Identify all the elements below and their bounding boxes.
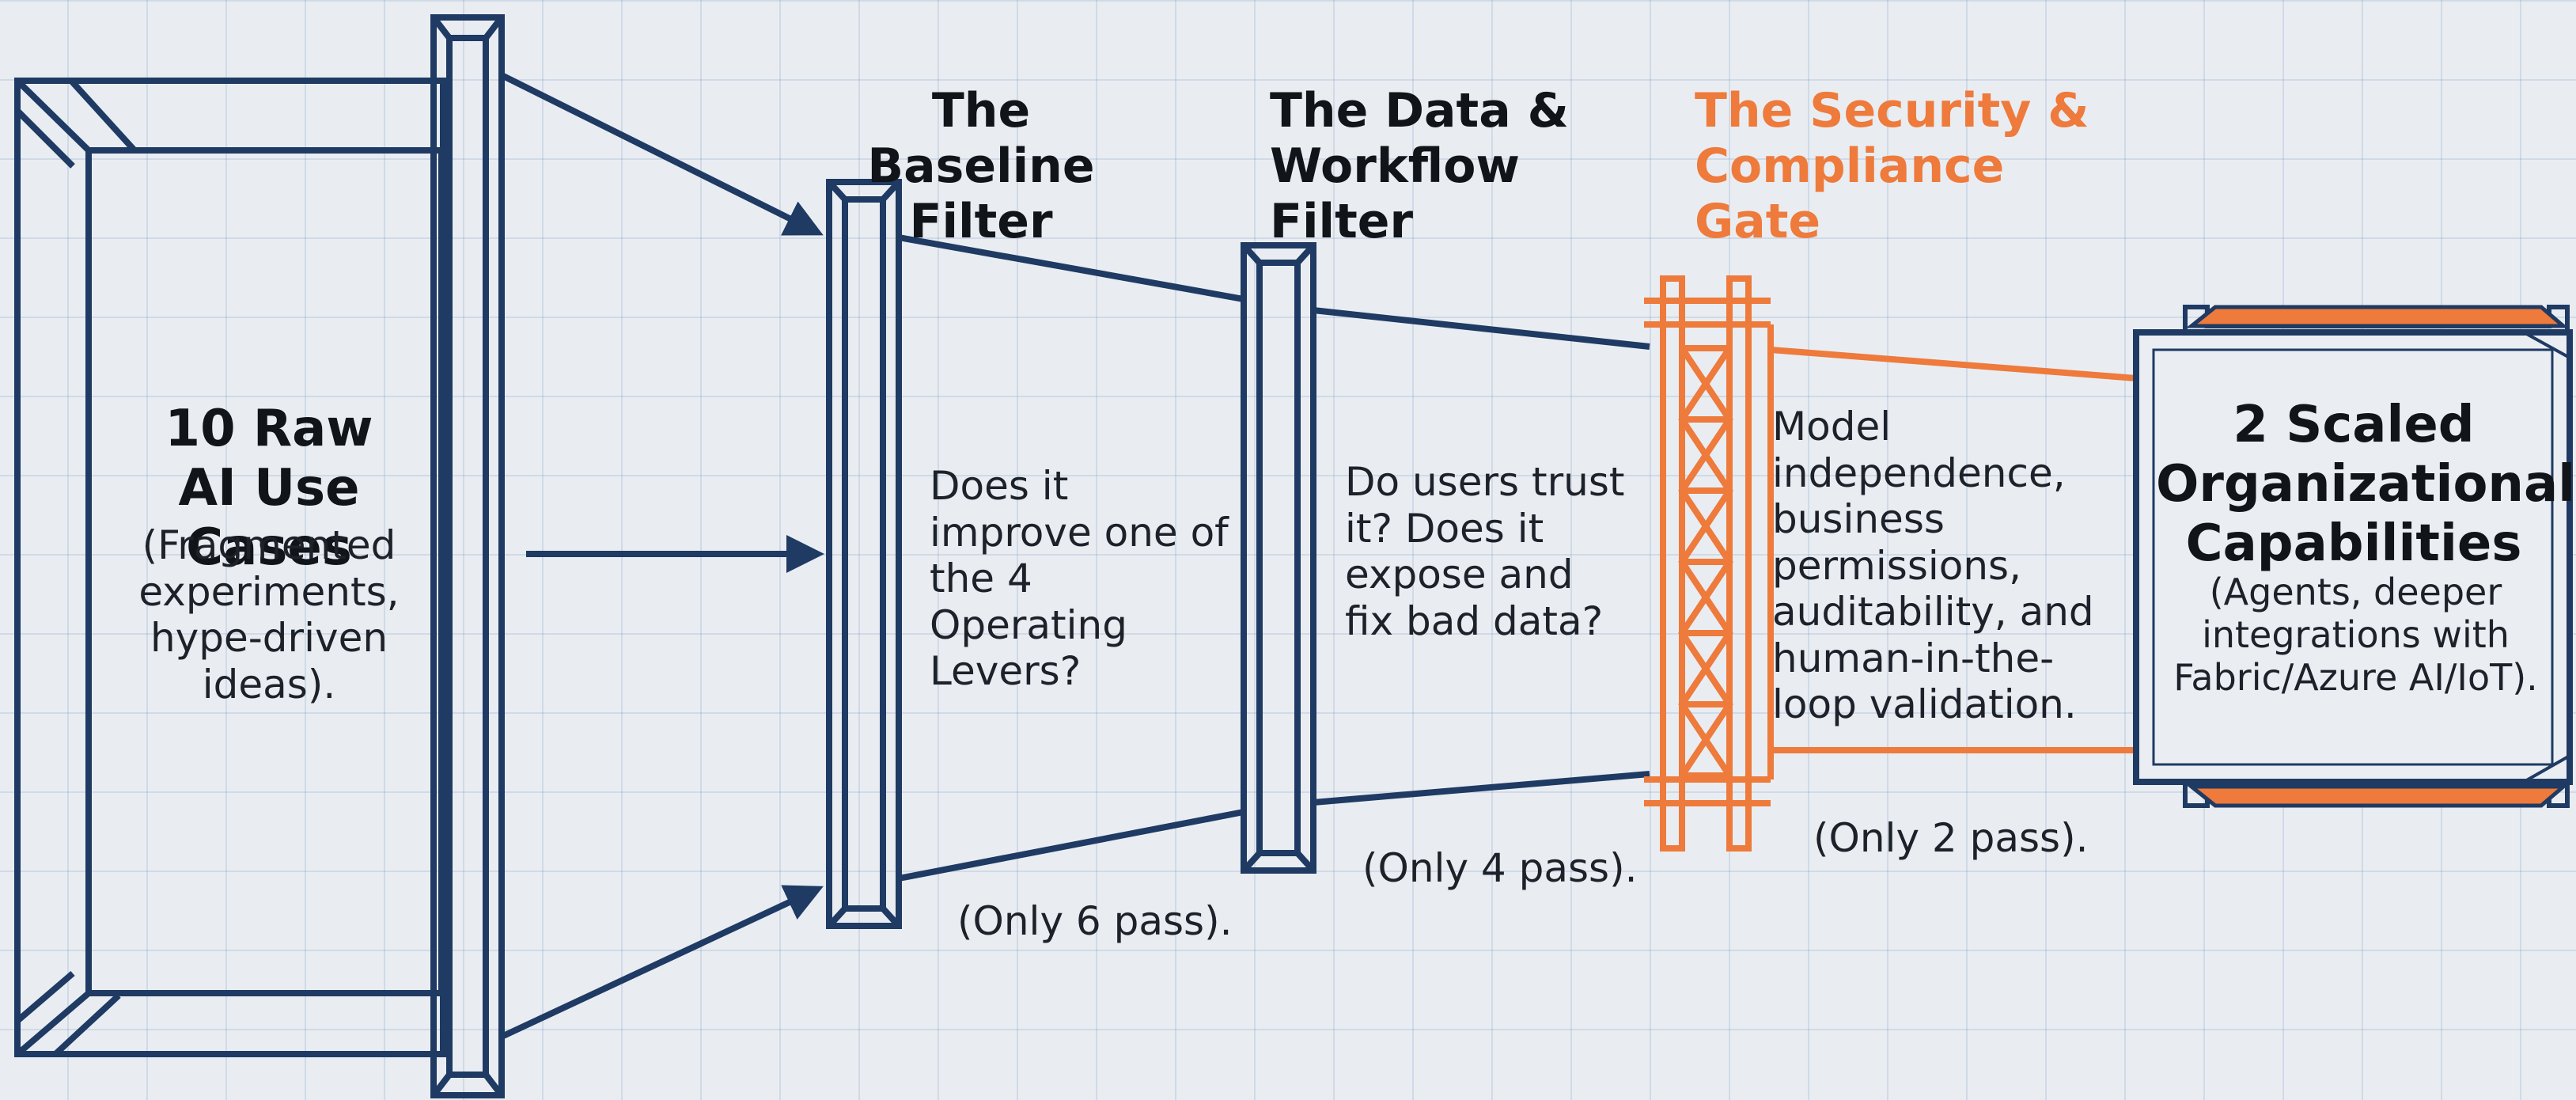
baseline-filter-title: The Baseline Filter (867, 83, 1095, 250)
bottom-funnel-arrow (500, 885, 824, 1040)
source-box (14, 78, 446, 1057)
outcome-description: (Agents, deeper integrations with Fabric… (2173, 571, 2538, 699)
data-workflow-filter-frame (1241, 242, 1316, 874)
security-gate-title: The Security & Compliance Gate (1695, 83, 2089, 250)
data-workflow-filter-question: Do users trust it? Does it expose and fi… (1345, 459, 1625, 644)
outcome-title: 2 Scaled Organizational Capabilities (2156, 396, 2576, 573)
data-workflow-filter-result: (Only 4 pass). (1362, 845, 1638, 891)
outcome-box (2133, 305, 2573, 808)
security-gate-frame (1644, 275, 1774, 852)
source-description: (Fragmented experiments, hype-driven ide… (138, 522, 400, 707)
security-gate-result: (Only 2 pass). (1813, 815, 2089, 861)
source-title: 10 Raw AI Use Cases (165, 400, 373, 577)
baseline-filter-frame (826, 179, 902, 929)
security-gate-question: Model independence, business permissions… (1772, 404, 2094, 727)
baseline-filter-question: Does it improve one of the 4 Operating L… (930, 463, 1229, 694)
top-funnel-arrow (500, 72, 824, 236)
funnel-lines-stage-1 (898, 234, 1244, 882)
funnel-lines-stage-2 (1313, 307, 1650, 806)
baseline-filter-result: (Only 6 pass). (957, 898, 1233, 944)
data-workflow-filter-title: The Data & Workflow Filter (1270, 83, 1569, 250)
entry-frame (430, 14, 505, 1098)
funnel-arrows (500, 72, 824, 1040)
